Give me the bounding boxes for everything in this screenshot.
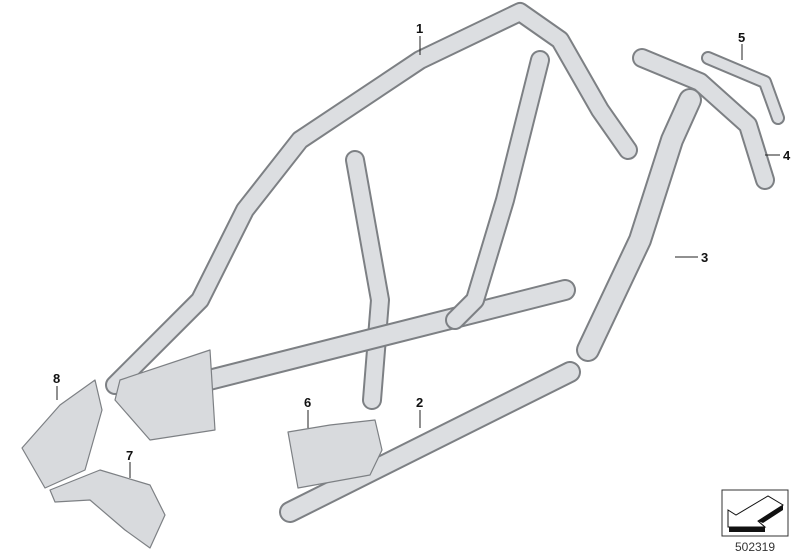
callout-7[interactable]: 7 — [126, 448, 133, 463]
callout-3[interactable]: 3 — [701, 250, 708, 265]
callout-4[interactable]: 4 — [783, 148, 791, 163]
callout-5[interactable]: 5 — [738, 30, 745, 45]
part-8-front-panel[interactable] — [21, 379, 103, 489]
part-3-pillar-reinforcement[interactable] — [576, 88, 702, 362]
callout-2[interactable]: 2 — [416, 395, 423, 410]
part-5-bracket[interactable] — [701, 51, 785, 125]
callout-1[interactable]: 1 — [416, 21, 423, 36]
arrow-down-left-icon[interactable] — [721, 489, 789, 537]
part-1-side-frame[interactable] — [105, 2, 638, 441]
diagram-number: 502319 — [734, 540, 776, 554]
callout-8[interactable]: 8 — [53, 371, 60, 386]
part-6-gusset[interactable] — [287, 419, 383, 489]
callout-6[interactable]: 6 — [304, 395, 311, 410]
part-4-wheelhouse-section[interactable] — [632, 48, 775, 190]
part-2-rocker[interactable] — [279, 361, 581, 523]
part-7-wheel-arch-section[interactable] — [49, 469, 166, 549]
